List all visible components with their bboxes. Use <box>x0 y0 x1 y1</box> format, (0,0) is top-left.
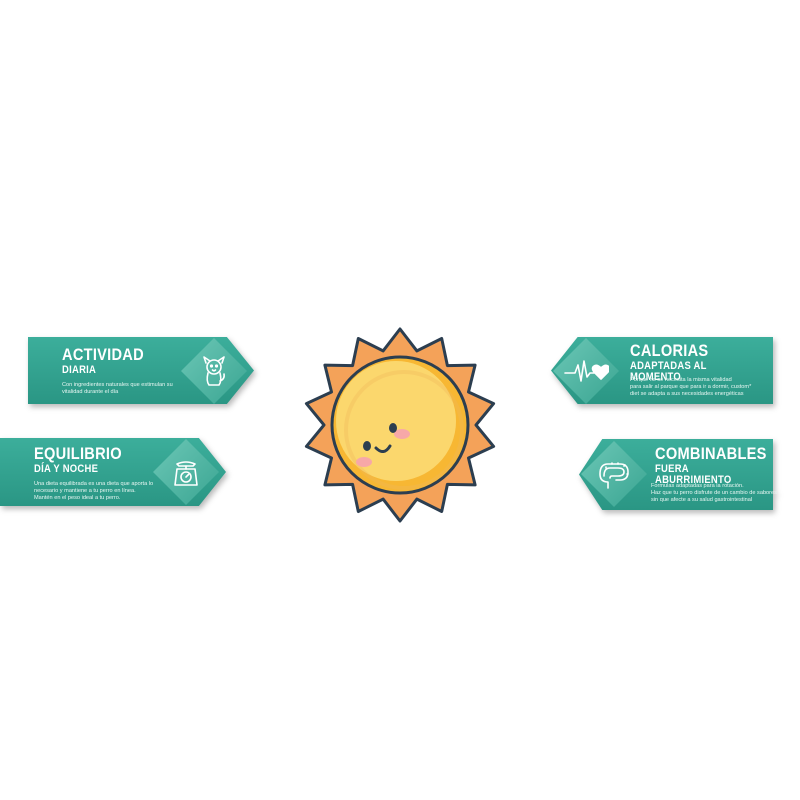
card-title: COMBINABLES <box>655 444 767 463</box>
card-description: Una dieta equilibrada es una dieta que a… <box>34 481 154 501</box>
card-combinables: COMBINABLES FUERA ABURRIMIENTO Formulas … <box>579 439 777 510</box>
card-description: Formulas adaptadas para la rotación. Haz… <box>651 483 777 503</box>
card-subtitle: ADAPTADAS AL MOMENTO <box>630 360 707 383</box>
smiling-sun-icon <box>300 322 500 528</box>
sun-face <box>336 361 456 481</box>
card-title: EQUILIBRIO <box>34 444 122 463</box>
eye-left <box>363 441 371 451</box>
card-description: Con ingredientes naturales que estimulan… <box>62 382 173 395</box>
cheek-left <box>356 457 372 467</box>
card-subtitle: FUERA ABURRIMIENTO <box>655 463 732 486</box>
card-calorias: CALORIAS ADAPTADAS AL MOMENTO Porque no … <box>551 337 773 404</box>
card-subtitle: DIARIA <box>62 364 97 376</box>
eye-right <box>389 423 397 433</box>
card-title: CALORIAS <box>630 341 709 360</box>
card-title: ACTIVIDAD <box>62 345 144 364</box>
card-description: Porque no se necesita la misma vitalidad… <box>630 377 752 397</box>
card-actividad: ACTIVIDAD DIARIA Con ingredientes natura… <box>28 337 254 404</box>
card-equilibrio: EQUILIBRIO DÍA Y NOCHE Una dieta equilib… <box>0 438 226 506</box>
cheek-right <box>394 429 410 439</box>
card-subtitle: DÍA Y NOCHE <box>34 463 99 475</box>
sun-svg <box>304 327 496 523</box>
smile <box>374 444 392 453</box>
